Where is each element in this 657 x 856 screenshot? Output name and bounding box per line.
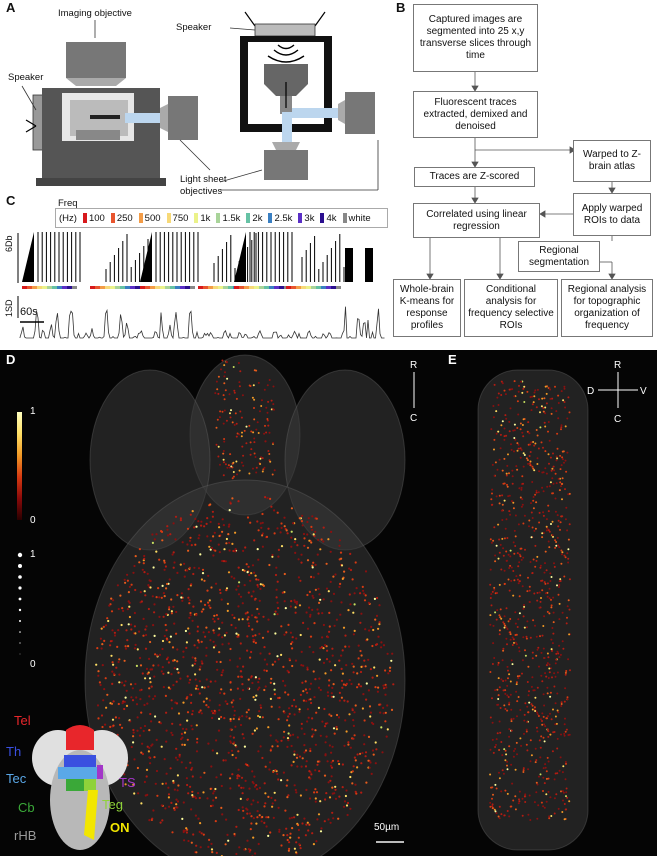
brain-images <box>17 354 638 856</box>
region-label-ts: TS <box>119 775 136 790</box>
legend-swatch <box>320 213 325 223</box>
orientation-arrows <box>413 372 638 408</box>
legend-swatch <box>166 213 171 223</box>
dot-scale-top: 1 <box>30 549 36 560</box>
region-label-th: Th <box>6 744 22 759</box>
region-label-tel: Tel <box>14 713 31 728</box>
legend-label: white <box>348 212 371 224</box>
legend-item-1k: 1k <box>194 213 210 224</box>
orientation-r-e: R <box>614 360 622 371</box>
flow-correlated: Correlated using linear regression <box>413 203 540 238</box>
dot-scale-bottom: 0 <box>30 659 36 670</box>
legend-label: 3k <box>304 212 315 224</box>
flow-regional-analysis: Regional analysis for topographic organi… <box>561 279 653 337</box>
orientation-r-d: R <box>410 360 418 371</box>
legend-swatch <box>246 213 251 223</box>
legend-swatch <box>268 213 273 223</box>
legend-swatch <box>298 213 303 223</box>
frequency-colour-strips <box>22 286 341 289</box>
legend-label: 250 <box>116 212 133 224</box>
stimulus-trace-plot <box>17 232 385 340</box>
legend-item-2-5k: 2.5k <box>268 213 292 224</box>
legend-item-3k: 3k <box>298 213 314 224</box>
flow-fluorescent-traces: Fluorescent traces extracted, demixed an… <box>413 91 538 138</box>
speaker-right-label: Speaker <box>176 22 212 33</box>
legend-item-500: 500 <box>138 212 161 224</box>
legend-item-250: 250 <box>110 212 133 224</box>
region-label-cb: Cb <box>18 800 35 815</box>
time-label: 60s <box>20 306 38 318</box>
colour-scale-top: 1 <box>30 406 36 417</box>
microscope-diagram <box>21 11 379 191</box>
legend-swatch <box>138 213 143 223</box>
flow-z-scored: Traces are Z-scored <box>414 167 535 187</box>
flow-apply-rois: Apply warped ROIs to data <box>573 193 651 236</box>
legend-label: 4k <box>326 212 337 224</box>
orientation-c-e: C <box>614 414 622 425</box>
panel-label-b: B <box>396 0 406 15</box>
response-trace <box>19 306 385 340</box>
legend-swatch <box>110 213 115 223</box>
flow-warped-atlas: Warped to Z-brain atlas <box>573 140 651 182</box>
legend-label: 1.5k <box>222 212 241 224</box>
legend-label: 1k <box>200 212 211 224</box>
roi-dots-dorsal <box>95 359 395 856</box>
legend-item-1-5k: 1.5k <box>216 213 240 224</box>
region-label-on: ON <box>110 820 130 835</box>
legend-label: 100 <box>88 212 105 224</box>
panel-label-e: E <box>448 352 457 367</box>
legend-item-100: 100 <box>82 212 105 224</box>
speaker-left-label: Speaker <box>8 72 44 83</box>
legend-label: 500 <box>144 212 161 224</box>
hz-label: (Hz) <box>59 212 77 224</box>
legend-swatch <box>342 213 347 223</box>
legend-item-750: 750 <box>166 212 189 224</box>
light-sheet-objectives-label: Light sheet objectives <box>180 174 227 197</box>
legend-swatch <box>194 213 199 223</box>
region-label-tec: Tec <box>6 771 27 786</box>
panel-label-c: C <box>6 193 16 208</box>
orientation-d-e: D <box>587 386 595 397</box>
legend-label: 750 <box>172 212 189 224</box>
freq-label: Freq <box>58 198 78 209</box>
flow-conditional-analysis: Conditional analysis for frequency selec… <box>464 279 558 337</box>
legend-label: 2.5k <box>274 212 293 224</box>
colour-scale-bottom: 0 <box>30 515 36 526</box>
region-label-rhb: rHB <box>14 828 37 843</box>
orientation-c-d: C <box>410 413 418 424</box>
scalebar-line <box>376 841 404 843</box>
legend-label: 2k <box>252 212 263 224</box>
legend-item-2k: 2k <box>246 213 262 224</box>
region-label-teg: Teg <box>102 797 123 812</box>
stimulus-bars <box>22 232 373 282</box>
flow-kmeans: Whole-brain K-means for response profile… <box>393 279 461 337</box>
brain-outline-dorsal <box>84 354 406 856</box>
flow-captured-images: Captured images are segmented into 25 x,… <box>413 4 538 72</box>
flow-regional-segmentation: Regional segmentation <box>518 241 600 272</box>
legend-item-white: white <box>342 212 371 224</box>
flowchart-connectors <box>426 72 616 280</box>
dot-size-legend <box>17 552 23 655</box>
imaging-objective-label: Imaging objective <box>58 8 132 19</box>
region-schematic <box>32 725 128 850</box>
frequency-legend: Freq (Hz) 100 250 500 750 1k 1.5k 2k 2.5… <box>55 198 388 228</box>
legend-swatch <box>216 213 221 223</box>
roi-dots-lateral <box>489 380 571 821</box>
scalebar-label: 50µm <box>374 822 400 833</box>
legend-item-4k: 4k <box>320 212 337 224</box>
orientation-v-e: V <box>640 386 647 397</box>
panel-label-d: D <box>6 352 16 367</box>
colour-scale-bar <box>17 412 22 520</box>
legend-swatch <box>82 213 87 223</box>
panel-label-a: A <box>6 0 16 15</box>
